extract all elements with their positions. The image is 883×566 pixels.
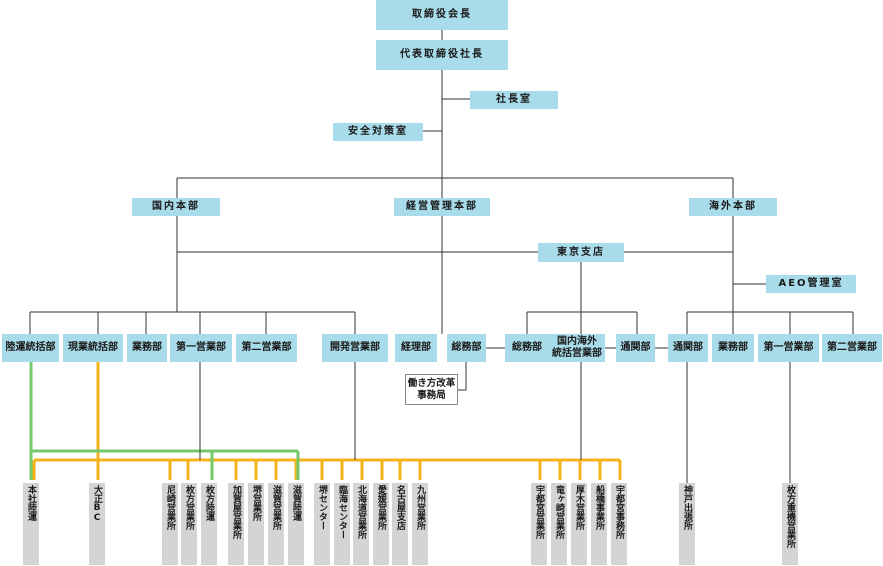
domestic-division: 国内本部	[132, 198, 220, 216]
dept-site-control: 現業統括部	[63, 334, 123, 362]
office-hirakata-heavy-machinery: 枚方重機営業所	[782, 483, 798, 565]
office-nagoya-branch: 名古屋支店	[392, 483, 408, 565]
ov-dept-sales-1: 第一営業部	[758, 334, 819, 362]
office-hokkaido: 北海道営業所	[353, 483, 369, 565]
work-reform-office: 働き方改革 事務局	[405, 374, 458, 405]
office-ehime: 愛媛営業所	[373, 483, 389, 565]
overseas-division: 海外本部	[689, 198, 777, 216]
presidents-office: 社長室	[470, 91, 558, 109]
office-utsunomiya: 宇都宮営業所	[531, 483, 547, 565]
office-sakai: 堺営業所	[248, 483, 264, 565]
office-rinkai-center: 臨海センター	[334, 483, 350, 565]
president: 代表取締役社長	[376, 40, 508, 70]
ov-dept-customs: 通関部	[668, 334, 708, 362]
office-kagaya: 加賀屋営業所	[228, 483, 244, 565]
office-shiga: 滋賀営業所	[268, 483, 284, 565]
board-chairman: 取締役会長	[376, 0, 508, 30]
office-ryugasaki: 竜ヶ崎営業所	[551, 483, 567, 565]
office-honsha-rikuun: 本社陸運	[23, 483, 39, 565]
tokyo-branch: 東京支店	[538, 243, 624, 262]
dept-general-affairs: 総務部	[447, 334, 486, 362]
tokyo-dept-general-affairs: 総務部	[505, 334, 549, 362]
office-hirakata: 枚方営業所	[181, 483, 197, 565]
office-amagasaki: 尼崎営業所	[162, 483, 178, 565]
dept-intl-sales-control: 国内海外 統括営業部	[549, 334, 605, 362]
office-atsugi: 厚木営業所	[571, 483, 587, 565]
office-sakai-center: 堺センター	[314, 483, 330, 565]
dept-sales-1: 第一営業部	[170, 334, 232, 362]
office-kobe: 神戸出張所	[679, 483, 695, 565]
dept-sales-2: 第二営業部	[236, 334, 297, 362]
aeo-office: AEO管理室	[766, 275, 856, 293]
office-shiga-rikuun: 滋賀陸運	[288, 483, 304, 565]
office-funabashi: 船橋事業所	[591, 483, 607, 565]
office-utsunomiya-jimusho: 宇都宮事務所	[611, 483, 627, 565]
dept-customs: 通関部	[616, 334, 655, 362]
safety-office: 安全対策室	[333, 123, 423, 141]
dept-accounting: 経理部	[395, 334, 437, 362]
ov-dept-sales-2: 第二営業部	[822, 334, 882, 362]
office-kyushu: 九州営業所	[412, 483, 428, 565]
ov-dept-operations: 業務部	[712, 334, 754, 362]
office-hirakata-rikuun: 枚方陸運	[201, 483, 217, 565]
office-taisho-bc: 大正BC	[89, 483, 105, 565]
dept-operations: 業務部	[127, 334, 167, 362]
dept-land-transport-control: 陸運統括部	[2, 334, 59, 362]
dept-dev-sales: 開発営業部	[322, 334, 388, 362]
management-division: 経営管理本部	[394, 198, 490, 216]
